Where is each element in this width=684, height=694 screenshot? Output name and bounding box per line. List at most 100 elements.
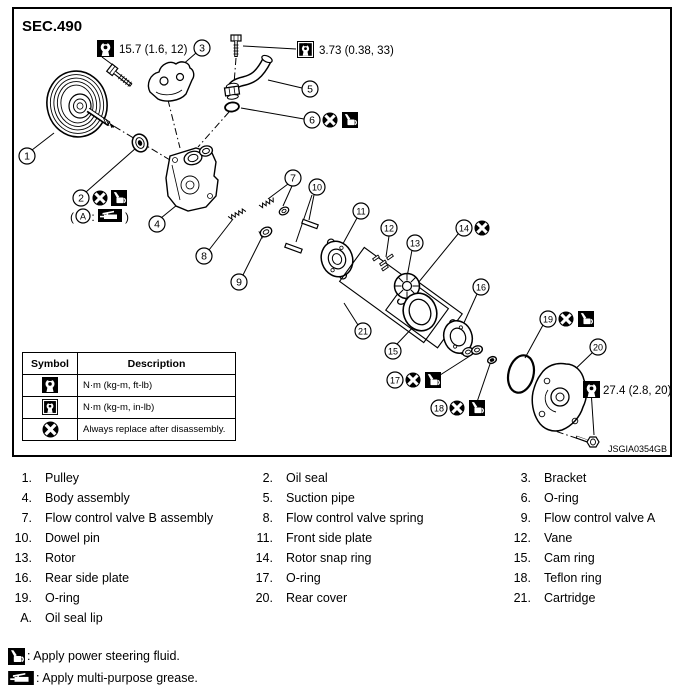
torque-labels: 15.7 (1.6, 12) 3.73 (0.38, 33) 27.4 (2.8… <box>97 40 672 398</box>
svg-text:15: 15 <box>388 347 398 357</box>
replace-icon <box>449 400 465 416</box>
callout-8: 8 <box>195 247 213 265</box>
replace-icon <box>322 112 338 128</box>
svg-text:7: 7 <box>290 173 296 185</box>
part-item: 12.Vane <box>513 531 573 545</box>
flow-control-valve-b-drawing <box>258 197 290 216</box>
suction-pipe-drawing <box>223 54 273 100</box>
flow-control-valve-a-drawing <box>258 226 273 239</box>
o-ring-19-drawing <box>506 354 536 394</box>
svg-text:12: 12 <box>384 224 394 234</box>
part-item: 21.Cartridge <box>513 591 596 605</box>
part-item: A.Oil seal lip <box>20 611 103 625</box>
rear-cover-drawing <box>531 362 588 432</box>
application-notes: : Apply power steering fluid. : Apply mu… <box>8 645 198 689</box>
callout-13: 13 <box>406 234 424 252</box>
part-item: 8.Flow control valve spring <box>262 511 424 525</box>
part-item: 1.Pulley <box>21 471 80 485</box>
diagram-border <box>12 7 672 457</box>
callout-3: 3 <box>193 39 211 57</box>
parts-list: 1.Pulley 2.Oil seal 3.Bracket 4.Body ass… <box>6 468 680 628</box>
part-item: 15.Cam ring <box>513 551 595 565</box>
callout-12: 12 <box>380 219 398 237</box>
callout-9: 9 <box>230 273 248 291</box>
figure-code: JSGIA0354GB <box>608 444 667 454</box>
vanes-drawing <box>372 253 394 272</box>
description-column-header: Description <box>77 352 236 375</box>
symbol-description: N·m (kg-m, in-lb) <box>77 396 236 419</box>
callout-19: 19 <box>539 310 557 328</box>
pulley-drawing <box>46 70 115 138</box>
svg-text:17: 17 <box>390 376 400 386</box>
front-side-plate-drawing <box>320 238 354 280</box>
section-title: SEC.490 <box>22 18 82 35</box>
oil-seal-lip-note: ( A : ) <box>70 208 129 224</box>
callout-17: 17 <box>386 371 404 389</box>
o-ring-6-drawing <box>224 101 240 113</box>
table-row: Always replace after disassembly. <box>22 418 236 441</box>
callout-2: 2 <box>72 189 90 207</box>
svg-text:14: 14 <box>459 224 469 234</box>
torque-value-bracket: 15.7 (1.6, 12) <box>119 44 188 56</box>
dowel-pins-drawing <box>284 218 319 254</box>
callout-16: 16 <box>472 278 490 296</box>
svg-text:3: 3 <box>199 43 205 55</box>
flow-control-valve-spring-drawing <box>227 207 247 221</box>
oil-can-icon <box>111 190 127 206</box>
callout-21: 21 <box>354 322 372 340</box>
torque-value-suction-pipe: 3.73 (0.38, 33) <box>319 45 394 57</box>
part-item: 13.Rotor <box>14 551 76 565</box>
svg-text:13: 13 <box>410 239 420 249</box>
oil-seal-drawing <box>131 133 149 153</box>
part-item: 16.Rear side plate <box>14 571 130 585</box>
oil-can-icon <box>342 112 358 128</box>
svg-text:4: 4 <box>154 219 160 231</box>
part-item: 3.Bracket <box>520 471 587 485</box>
part-item: 5.Suction pipe <box>262 491 355 505</box>
grease-gun-icon <box>8 671 34 685</box>
svg-text:20: 20 <box>593 343 603 353</box>
cam-ring-drawing <box>402 292 438 332</box>
replace-icon <box>405 372 421 388</box>
svg-text:11: 11 <box>356 207 365 217</box>
callout-5: 5 <box>301 80 319 98</box>
svg-text:6: 6 <box>309 115 315 127</box>
part-item: 4.Body assembly <box>21 491 130 505</box>
note-multi-purpose-grease: : Apply multi-purpose grease. <box>8 667 198 689</box>
oil-can-icon <box>8 647 25 665</box>
table-row: N·m (kg-m, ft-lb) <box>22 374 236 397</box>
svg-text:2: 2 <box>78 193 84 205</box>
torque-inlb-icon <box>42 399 58 416</box>
callout-20: 20 <box>589 338 607 356</box>
torque-value-rear-cover: 27.4 (2.8, 20) <box>603 385 672 397</box>
callout-15: 15 <box>384 342 402 360</box>
svg-text:18: 18 <box>434 404 444 414</box>
suction-pipe-bolt-drawing <box>230 34 242 57</box>
svg-text:21: 21 <box>358 327 368 337</box>
torque-ftlb-icon <box>583 381 600 398</box>
callout-6: 6 <box>303 111 321 129</box>
callout-7: 7 <box>284 169 302 187</box>
symbol-description: N·m (kg-m, ft-lb) <box>77 374 236 397</box>
replace-icon <box>474 220 490 236</box>
part-item: 17.O-ring <box>255 571 321 585</box>
svg-text::: : <box>91 210 94 224</box>
symbol-description: Always replace after disassembly. <box>77 418 236 441</box>
svg-text:8: 8 <box>201 251 207 263</box>
exploded-diagram: SEC.490 JSGIA0354GB <box>12 7 672 457</box>
callout-18: 18 <box>430 399 448 417</box>
bracket-drawing <box>147 61 195 102</box>
svg-text:A: A <box>80 212 86 222</box>
svg-text:): ) <box>125 210 129 224</box>
callout-14: 14 <box>455 219 473 237</box>
callout-4: 4 <box>148 215 166 233</box>
torque-ftlb-icon <box>97 40 114 57</box>
oil-can-icon <box>469 400 485 416</box>
replace-icon <box>42 421 58 438</box>
part-item: 18.Teflon ring <box>513 571 602 585</box>
replace-icon <box>92 190 108 206</box>
callout-11: 11 <box>352 202 370 220</box>
svg-text:16: 16 <box>476 283 486 293</box>
o-ring-17-drawing <box>470 345 484 355</box>
